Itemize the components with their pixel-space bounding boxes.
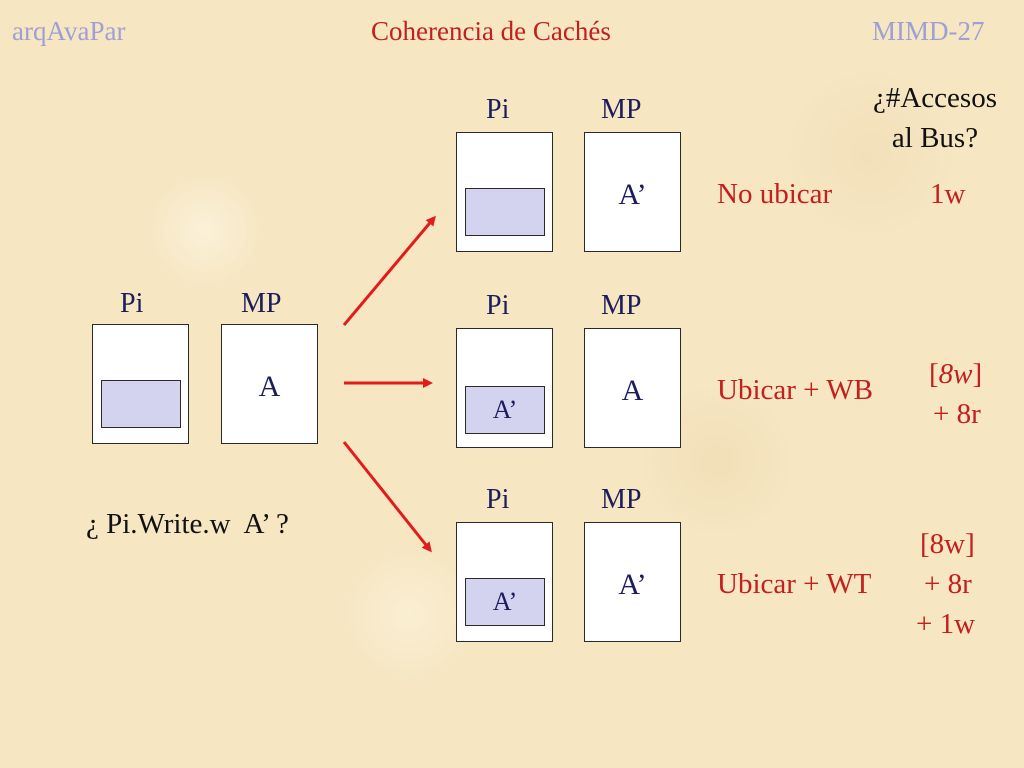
case1-cache-line: [465, 188, 545, 236]
arrow-to-no-ubicar: [342, 215, 436, 326]
initial-cache-box: [92, 324, 189, 444]
write-question: ¿ Pi.Write.w A’ ?: [86, 510, 289, 539]
write-question-prefix: ¿ Pi.Write.w: [86, 508, 231, 540]
arrow-to-ubicar-wt: [342, 441, 432, 553]
case3-memory-value: A’: [618, 568, 647, 601]
initial-pi-label: Pi: [120, 288, 144, 319]
initial-cache-line: [101, 380, 181, 428]
case1-mp-label: MP: [601, 94, 642, 125]
case2-memory-box: A: [584, 328, 681, 448]
case3-cache-box: A’: [456, 522, 553, 642]
course-code: arqAvaPar: [12, 16, 126, 46]
case3-policy: Ubicar + WT: [717, 568, 872, 600]
case2-cache-line: A’: [465, 386, 545, 434]
write-question-suffix: A’ ?: [243, 508, 289, 540]
case3-memory-box: A’: [584, 522, 681, 642]
case2-pi-label: Pi: [486, 290, 510, 321]
slide-number: MIMD-27: [872, 16, 985, 46]
case3-accesses-line2: + 8r: [924, 568, 972, 600]
initial-memory-value: A: [258, 370, 281, 403]
case1-memory-box: A’: [584, 132, 681, 252]
slide-title: Coherencia de Cachés: [371, 16, 611, 46]
initial-memory-box: A: [221, 324, 318, 444]
initial-mp-label: MP: [241, 288, 282, 319]
case1-memory-value: A’: [618, 178, 647, 211]
case3-accesses-line3: + 1w: [916, 608, 976, 640]
case3-accesses-line1: [8w]: [920, 528, 975, 560]
case2-accesses-italic: 8w: [938, 358, 973, 390]
case2-mp-label: MP: [601, 290, 642, 321]
case3-pi-label: Pi: [486, 484, 510, 515]
case1-cache-box: [456, 132, 553, 252]
bus-access-header-line1: ¿#Accesos: [872, 82, 997, 114]
case2-accesses-line2: + 8r: [933, 398, 981, 430]
case1-accesses: 1w: [930, 178, 966, 210]
case1-pi-label: Pi: [486, 94, 510, 125]
case3-mp-label: MP: [601, 484, 642, 515]
case2-memory-value: A: [621, 374, 644, 407]
case2-accesses-line1: [8w]: [929, 358, 983, 390]
bus-access-header-line2: al Bus?: [891, 122, 979, 154]
case2-policy: Ubicar + WB: [717, 374, 873, 406]
case3-cache-line: A’: [465, 578, 545, 626]
case2-cache-box: A’: [456, 328, 553, 448]
case1-policy: No ubicar: [717, 178, 833, 210]
